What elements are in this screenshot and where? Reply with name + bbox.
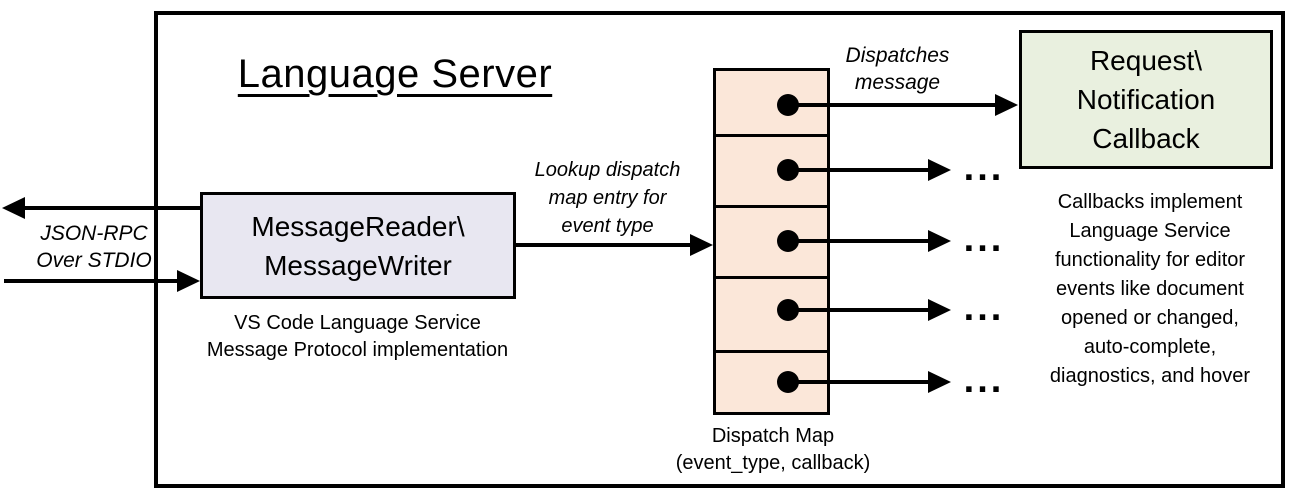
- dispatch-ellipsis: ...: [963, 147, 1005, 189]
- dispatch-arrow-line-3: [788, 239, 929, 243]
- message-box-caption-line2: Message Protocol implementation: [206, 339, 509, 361]
- message-box-caption: VS Code Language Service Message Protoco…: [160, 310, 555, 364]
- callbacks-note-line3: functionality for editor: [1054, 249, 1246, 271]
- diagram-title: Language Server: [237, 52, 553, 96]
- dispatch-arrow-line-2: [788, 168, 929, 172]
- message-box-label-line2: MessageWriter: [264, 249, 452, 281]
- lookup-annotation-line2: map entry for: [548, 187, 667, 209]
- dispatch-ellipsis: ...: [963, 359, 1005, 401]
- lookup-arrowhead-icon: [690, 234, 713, 256]
- callbacks-note: Callbacks implement Language Service fun…: [1022, 188, 1278, 391]
- dispatch-ellipsis: ...: [963, 218, 1005, 260]
- dispatch-map-caption: Dispatch Map (event_type, callback): [653, 423, 893, 477]
- message-reader-writer-box: MessageReader\ MessageWriter: [200, 192, 516, 299]
- callbacks-note-line6: auto-complete,: [1083, 336, 1217, 358]
- stdio-in-arrowhead-icon: [177, 270, 200, 292]
- stdio-out-arrowhead-icon: [2, 197, 25, 219]
- callbacks-note-line2: Language Service: [1069, 220, 1231, 242]
- dispatch-arrowhead-icon-5: [928, 371, 951, 393]
- stdio-channel-label-line1: JSON-RPC: [40, 222, 148, 245]
- callbacks-note-line1: Callbacks implement: [1057, 191, 1243, 213]
- callback-box-label-line1: Request\: [1089, 45, 1203, 76]
- dispatch-map-caption-line2: (event_type, callback): [675, 452, 871, 474]
- stdio-out-arrow-line: [24, 206, 200, 210]
- callbacks-note-line5: opened or changed,: [1061, 307, 1239, 329]
- dispatch-arrowhead-icon-4: [928, 299, 951, 321]
- dispatch-arrow-line-5: [788, 380, 929, 384]
- dispatch-arrowhead-icon-2: [928, 159, 951, 181]
- callbacks-note-line4: events like document: [1056, 278, 1244, 300]
- stdio-in-arrow-line: [4, 279, 178, 283]
- dispatch-map-row-divider: [713, 134, 830, 137]
- callback-box-label-line2: Notification: [1076, 84, 1216, 115]
- dispatch-map-row-divider: [713, 350, 830, 353]
- message-box-caption-line1: VS Code Language Service: [234, 312, 481, 334]
- stdio-channel-label-line2: Over STDIO: [36, 249, 152, 272]
- message-box-label-line1: MessageReader\: [251, 210, 465, 242]
- dispatch-arrow-line-1: [788, 103, 996, 107]
- stdio-channel-label: JSON-RPC Over STDIO: [15, 220, 173, 274]
- dispatch-map-caption-line1: Dispatch Map: [711, 425, 835, 447]
- dispatch-arrow-line-4: [788, 308, 929, 312]
- dispatches-annotation-line1: Dispatches: [845, 44, 950, 67]
- callbacks-note-line7: diagnostics, and hover: [1049, 365, 1251, 387]
- request-notification-callback-box: Request\ Notification Callback: [1019, 30, 1273, 169]
- lookup-annotation-line3: event type: [561, 215, 654, 237]
- dispatches-annotation-line2: message: [854, 71, 941, 94]
- dispatch-map-row-divider: [713, 276, 830, 279]
- dispatch-map-row-divider: [713, 205, 830, 208]
- dispatch-ellipsis: ...: [963, 287, 1005, 329]
- dispatches-message-annotation: Dispatches message: [830, 42, 965, 96]
- dispatch-arrowhead-icon-3: [928, 230, 951, 252]
- lookup-dispatch-annotation: Lookup dispatch map entry for event type: [515, 156, 700, 240]
- callback-box-label-line3: Callback: [1092, 123, 1200, 154]
- dispatch-arrowhead-icon-1: [995, 94, 1018, 116]
- lookup-annotation-line1: Lookup dispatch: [534, 159, 681, 181]
- lookup-arrow-line: [516, 243, 692, 247]
- language-server-boundary-box: [154, 11, 1285, 488]
